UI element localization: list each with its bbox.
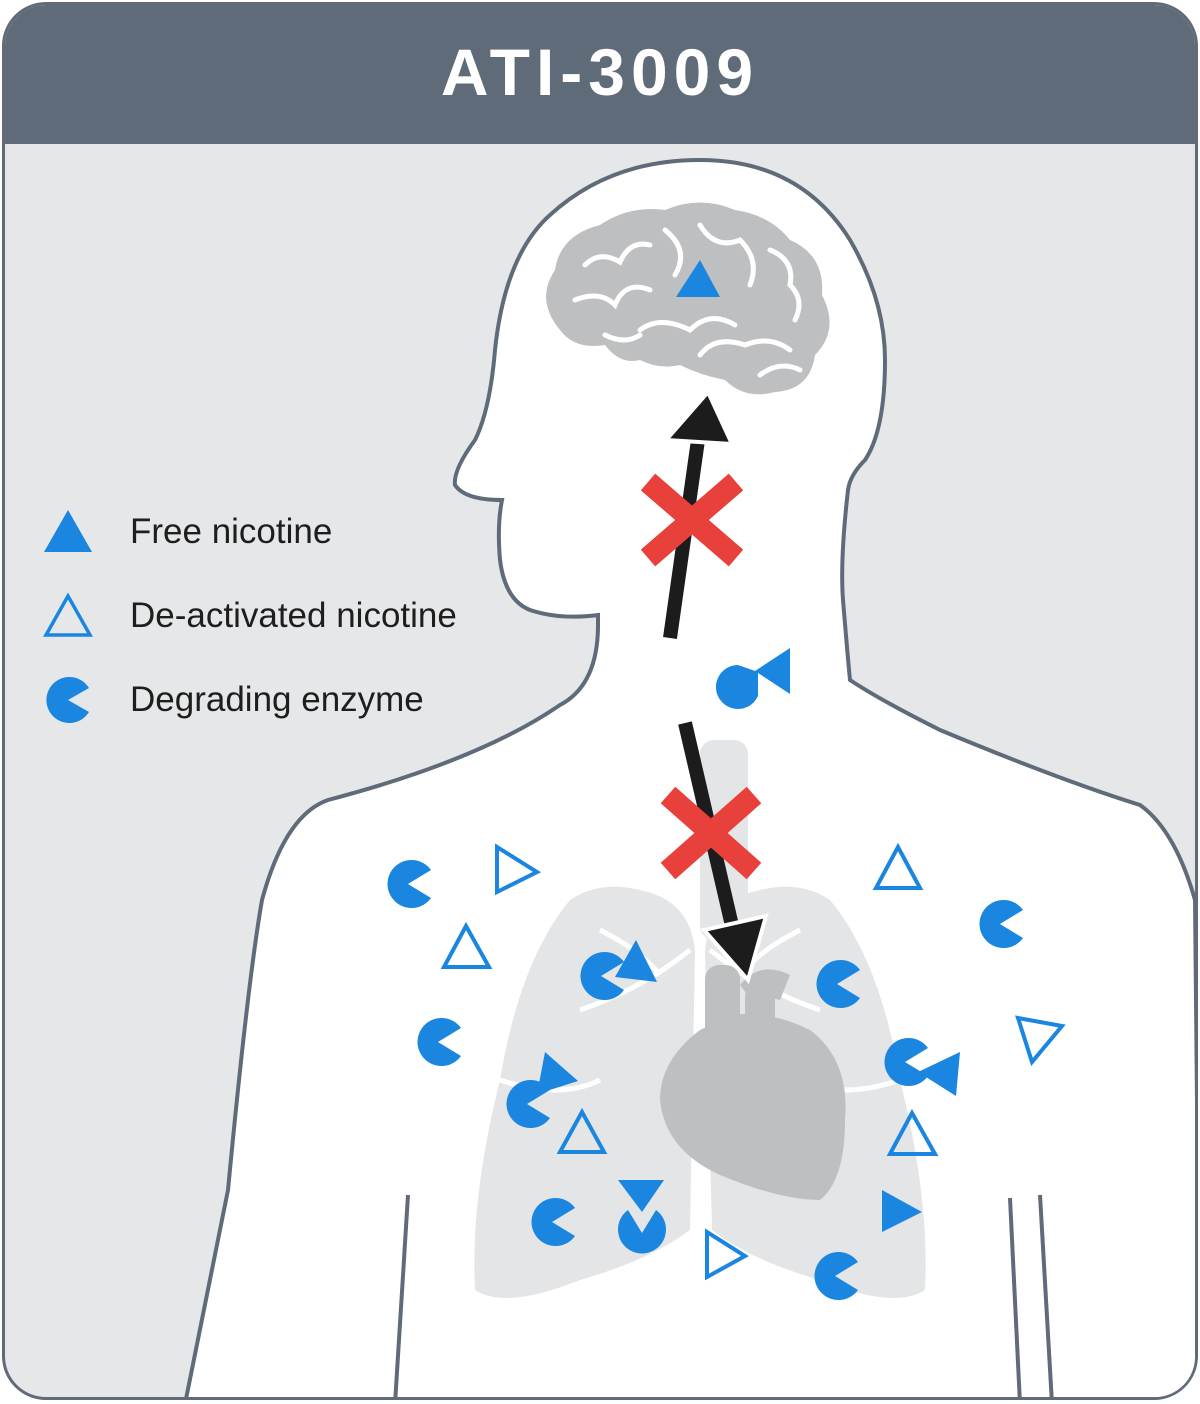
degrading-enzyme-icon: [580, 951, 624, 1001]
heart-icon: [660, 965, 846, 1200]
deactivated-nicotine-icon: [495, 843, 542, 896]
free-nicotine-icon: [882, 1190, 922, 1232]
degrading-enzyme-icon: [979, 900, 1023, 948]
degrading-enzyme-icon: [46, 677, 89, 723]
legend-item-degrading-enzyme: Degrading enzyme: [40, 658, 457, 742]
deactivated-nicotine-icon: [872, 842, 924, 890]
degrading-enzyme-icon: [816, 960, 860, 1008]
legend-label: Free nicotine: [130, 512, 333, 551]
deactivated-nicotine-icon: [556, 1107, 608, 1154]
legend-item-deactivated-nicotine: De-activated nicotine: [40, 574, 457, 658]
title-bar: ATI-3009: [5, 5, 1195, 144]
deactivated-nicotine-icon: [886, 1108, 939, 1156]
legend-item-free-nicotine: Free nicotine: [40, 490, 457, 574]
degrading-enzyme-icon: [417, 1018, 461, 1066]
deactivated-nicotine-icon: [440, 921, 493, 969]
block-x-icon: [660, 786, 762, 880]
deactivated-nicotine-icon: [1015, 1015, 1066, 1067]
free-nicotine-icon: [618, 1180, 664, 1212]
free-nicotine-icon: [537, 1052, 578, 1094]
legend-label: De-activated nicotine: [130, 596, 457, 635]
free-nicotine-icon: [44, 510, 92, 552]
free-nicotine-icon: [615, 940, 657, 982]
diagram-title: ATI-3009: [440, 34, 760, 109]
degrading-enzyme-icon: [884, 1038, 928, 1086]
degrading-enzyme-icon: [814, 1251, 858, 1300]
legend-label: Degrading enzyme: [130, 680, 424, 719]
block-x-icon: [640, 473, 744, 567]
free-nicotine-icon: [676, 260, 720, 297]
brain-icon: [546, 202, 830, 395]
deactivated-nicotine-icon: [43, 592, 93, 637]
free-nicotine-icon: [918, 1052, 960, 1096]
degrading-enzyme-icon: [387, 860, 431, 909]
degrading-enzyme-icon: [618, 1210, 666, 1254]
free-nicotine-icon: [755, 648, 790, 694]
deactivated-nicotine-icon: [705, 1228, 749, 1281]
legend: Free nicotine De-activated nicotine Degr…: [40, 490, 457, 742]
degrading-enzyme-icon: [531, 1198, 575, 1246]
degrading-enzyme-icon: [715, 664, 758, 709]
